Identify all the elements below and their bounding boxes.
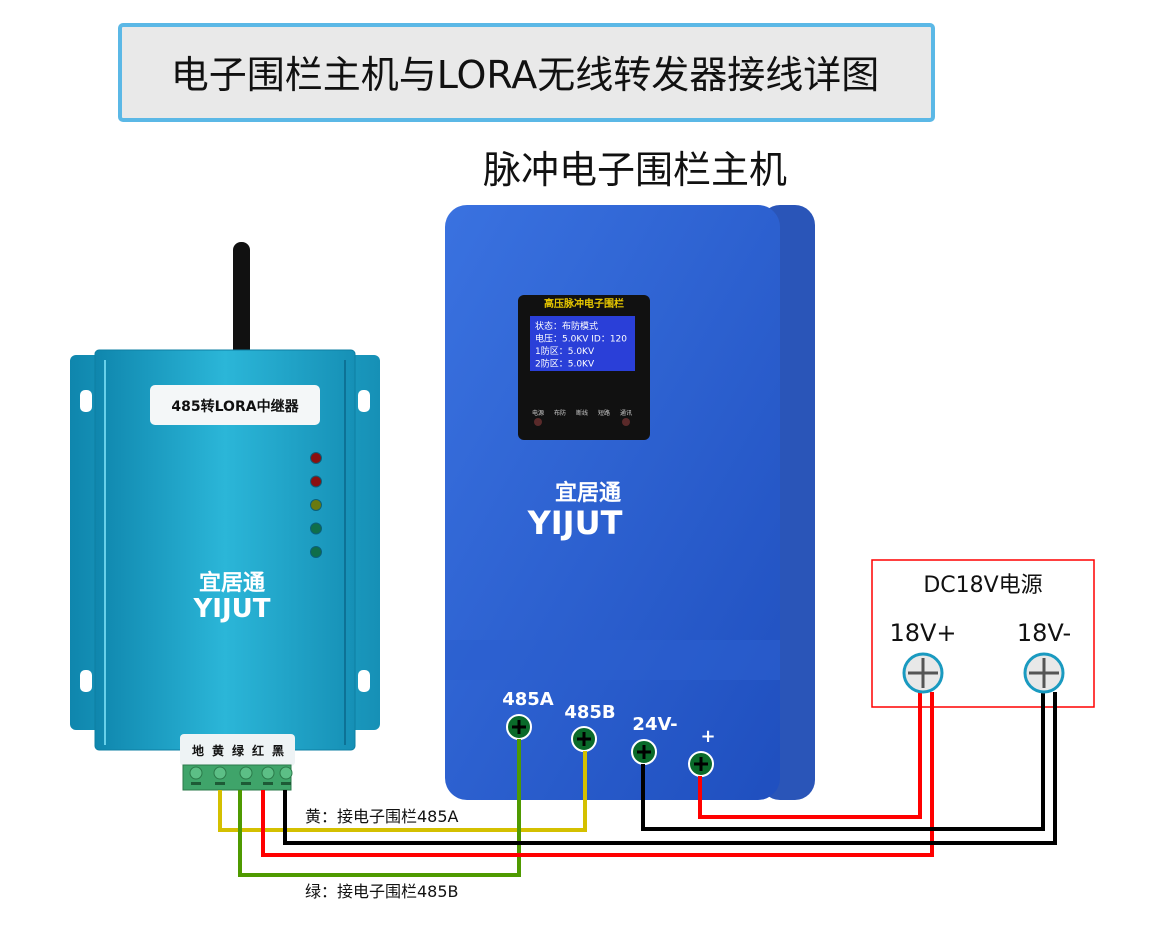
yellow-wire-note: 黄：接电子围栏485A bbox=[305, 807, 459, 826]
screen-line: 状态：布防模式 bbox=[535, 320, 598, 332]
repeater-brand-en: YIJUT bbox=[192, 594, 270, 624]
host-heading: 脉冲电子围栏主机 bbox=[483, 148, 787, 192]
indicator-label: 断线 bbox=[576, 409, 588, 417]
host-black-wire bbox=[641, 692, 1045, 831]
indicator-label: 布防 bbox=[554, 409, 566, 417]
power-terminal-minus bbox=[1023, 652, 1065, 694]
host-terminal bbox=[631, 739, 657, 765]
plus-screw-icon bbox=[577, 732, 591, 746]
led-indicator bbox=[310, 475, 322, 488]
screen-line: 电压：5.0KV ID：120 bbox=[535, 333, 627, 345]
led-indicator bbox=[310, 499, 322, 511]
title-box: 电子围栏主机与LORA无线转发器接线详图 bbox=[118, 23, 935, 122]
host-brand-cn: 宜居通 bbox=[555, 480, 621, 506]
host-brand-en: YIJUT bbox=[527, 504, 623, 542]
terminal-label: 黄 bbox=[212, 743, 224, 758]
host-red-wire bbox=[698, 692, 922, 819]
plus-screw-icon bbox=[637, 745, 651, 759]
terminal-label: 绿 bbox=[232, 743, 245, 758]
screw-icon bbox=[189, 766, 203, 780]
power-terminal-plus bbox=[902, 652, 944, 694]
repeater-brand-cn: 宜居通 bbox=[199, 570, 265, 596]
screen-line: 2防区：5.0KV bbox=[535, 358, 595, 370]
screw-icon bbox=[261, 766, 275, 780]
yellow-wire bbox=[218, 751, 587, 832]
indicator-label: 短路 bbox=[598, 409, 610, 417]
host-panel-title: 高压脉冲电子围栏 bbox=[544, 297, 624, 310]
screen-line: 1防区：5.0KV bbox=[535, 345, 595, 357]
indicator-label: 通讯 bbox=[620, 409, 632, 417]
lcd-screen bbox=[530, 316, 635, 371]
led-indicator bbox=[310, 522, 322, 535]
plus-screw-icon bbox=[908, 658, 938, 688]
plus-screw-icon bbox=[512, 720, 526, 734]
repeater-red-wire bbox=[261, 692, 934, 857]
screw-icon bbox=[213, 766, 227, 780]
power-title: DC18V电源 bbox=[923, 573, 1042, 598]
host-terminal bbox=[506, 714, 532, 740]
screw-icon bbox=[239, 766, 253, 780]
host-terminal-label: + bbox=[700, 726, 715, 747]
minus-screw-icon bbox=[1029, 658, 1059, 688]
terminal-label-plate bbox=[180, 734, 295, 766]
wires bbox=[218, 692, 1057, 877]
green-wire-note: 绿：接电子围栏485B bbox=[305, 882, 459, 901]
host-terminal-label: 24V- bbox=[632, 714, 677, 735]
host-terminal-label: 485A bbox=[502, 689, 554, 710]
led-indicator bbox=[310, 452, 322, 464]
terminal-label: 黑 bbox=[272, 744, 284, 758]
repeater-black-wire bbox=[283, 692, 1057, 845]
led-indicator bbox=[310, 546, 322, 558]
host-terminal bbox=[571, 726, 597, 752]
repeater-label: 485转LORA中继器 bbox=[171, 398, 299, 415]
power-supply-box: DC18V电源 18V+ 18V- bbox=[871, 559, 1095, 708]
antenna bbox=[233, 242, 250, 362]
indicator-label: 电源 bbox=[532, 409, 544, 417]
terminal-label: 地 bbox=[192, 743, 204, 758]
page-title: 电子围栏主机与LORA无线转发器接线详图 bbox=[171, 53, 880, 97]
power-plus-label: 18V+ bbox=[889, 619, 956, 647]
host-terminal bbox=[688, 751, 714, 777]
power-led bbox=[534, 418, 542, 426]
green-wire bbox=[238, 739, 521, 877]
terminal-label: 红 bbox=[252, 743, 264, 758]
status-leds bbox=[310, 452, 322, 558]
comm-led bbox=[622, 418, 630, 426]
repeater-label-plate bbox=[150, 385, 320, 425]
host-terminal-label: 485B bbox=[564, 702, 615, 723]
power-minus-label: 18V- bbox=[1017, 619, 1071, 647]
lora-repeater: 485转LORA中继器 宜居通 YIJUT 地黄绿红黑 bbox=[70, 242, 380, 791]
plus-screw-icon bbox=[694, 757, 708, 771]
screw-icon bbox=[279, 766, 293, 780]
